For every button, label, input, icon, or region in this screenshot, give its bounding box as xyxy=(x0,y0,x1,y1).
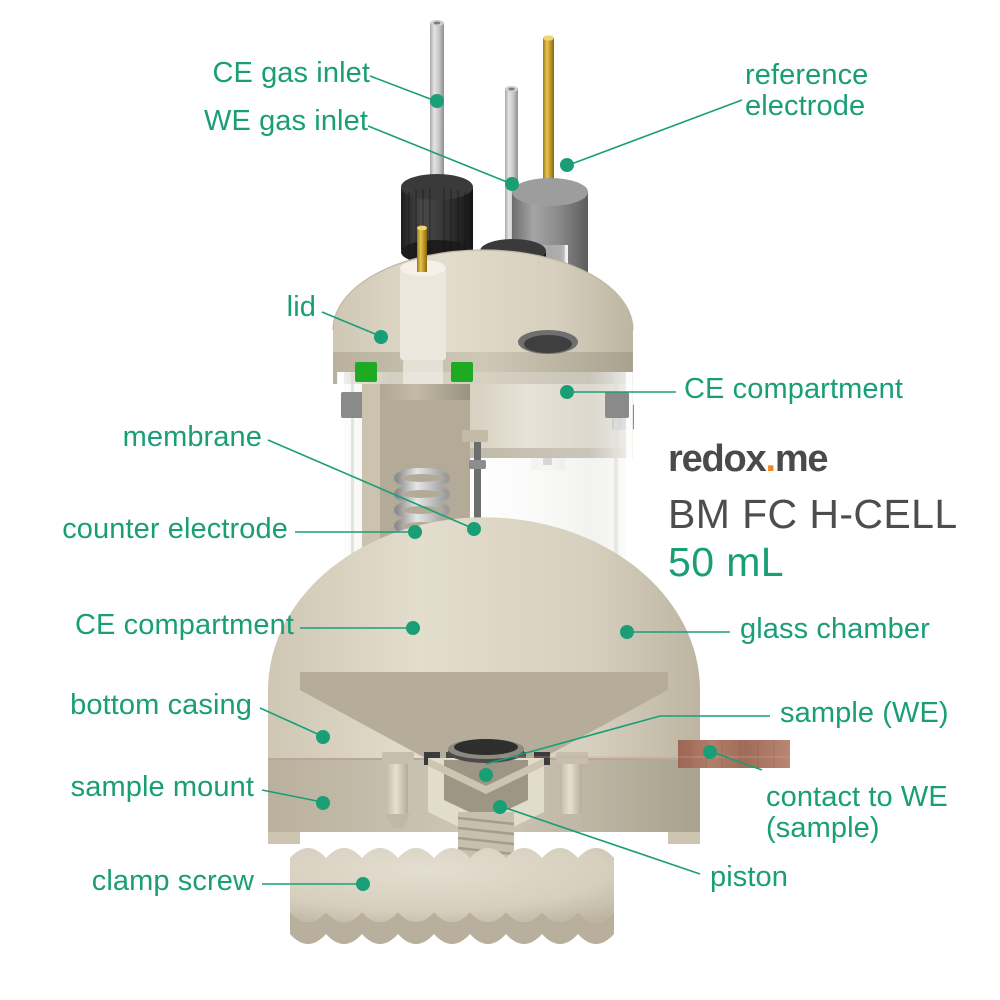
label-ce-compartment-left: CE compartment xyxy=(75,609,294,641)
product-name: BM FC H-CELL xyxy=(668,491,958,537)
label-ce-compartment-top: CE compartment xyxy=(684,373,903,405)
label-ce-gas-inlet: CE gas inlet xyxy=(212,57,370,89)
redoxme-logo: redox.me xyxy=(668,440,958,478)
label-reference-electrode: reference electrode xyxy=(745,59,869,123)
label-piston: piston xyxy=(710,861,788,893)
label-counter-electrode: counter electrode xyxy=(62,513,288,545)
logo-tail: me xyxy=(774,438,829,480)
green-seal-right xyxy=(451,362,473,382)
label-sample-we: sample (WE) xyxy=(780,697,949,729)
label-clamp-screw: clamp screw xyxy=(91,865,254,897)
label-lid: lid xyxy=(286,291,316,323)
label-sample-mount: sample mount xyxy=(70,771,254,803)
label-bottom-casing: bottom casing xyxy=(70,689,252,721)
logo-main: redox xyxy=(668,438,767,480)
clamp-screw-body xyxy=(290,848,614,944)
brand-block: redox.me BM FC H-CELL 50 mL xyxy=(668,440,958,587)
green-seal-left xyxy=(355,362,377,382)
label-glass-chamber: glass chamber xyxy=(740,613,930,645)
product-volume: 50 mL xyxy=(668,539,784,586)
label-we-gas-inlet: WE gas inlet xyxy=(204,105,368,137)
logo-dot: . xyxy=(765,438,776,480)
label-membrane: membrane xyxy=(122,421,262,453)
label-contact-to-we: contact to WE (sample) xyxy=(766,781,948,845)
